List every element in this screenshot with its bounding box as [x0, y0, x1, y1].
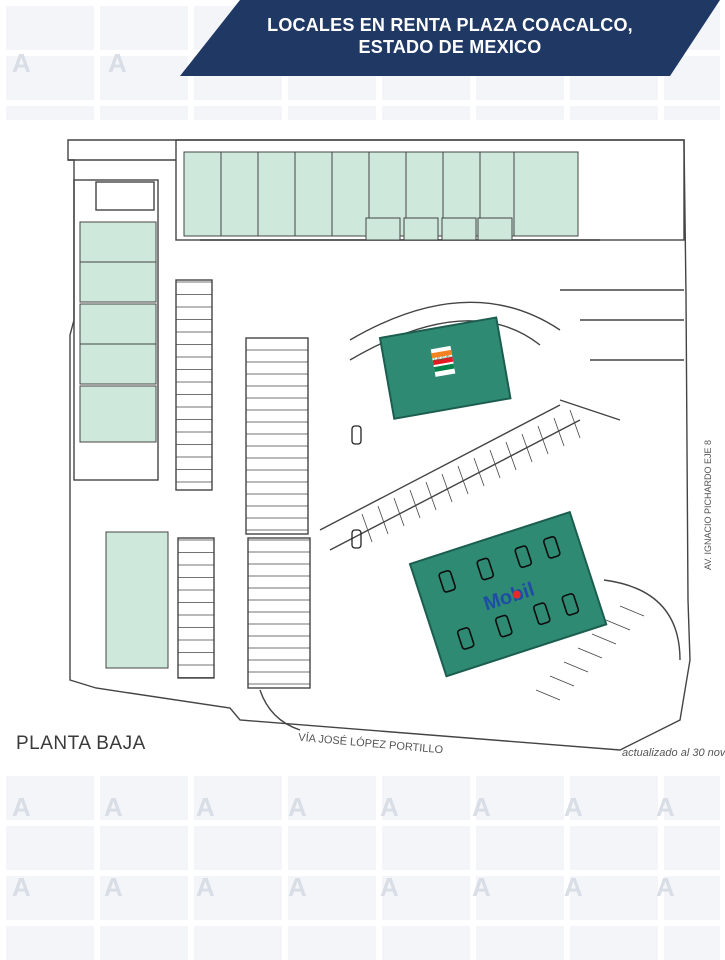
kiosk-unit: [441, 217, 477, 241]
background-glyph: A: [472, 872, 491, 902]
background-glyph: A: [656, 872, 675, 902]
car-icon: [351, 529, 362, 549]
parking-stall-diagonal: [409, 489, 421, 519]
retail-unit-upper: [294, 151, 333, 237]
background-glyph: A: [104, 792, 123, 822]
parking-stall-diagonal: [505, 441, 517, 471]
parking-stall-diagonal: [521, 433, 533, 463]
parking-stall-diagonal: [577, 647, 603, 659]
retail-unit-left: [79, 343, 157, 385]
background-glyph: A: [104, 872, 123, 902]
kiosk-unit: [403, 217, 439, 241]
background-glyph: A: [12, 872, 31, 902]
parking-stall-diagonal: [489, 449, 501, 479]
background-glyph: A: [288, 792, 307, 822]
parking-stall-diagonal: [535, 689, 561, 701]
retail-unit-upper: [513, 151, 579, 237]
title-banner: LOCALES EN RENTA PLAZA COACALCO, ESTADO …: [180, 0, 720, 76]
parking-stall-diagonal: [619, 605, 645, 617]
seven-eleven-store: 7-ELEVEn: [378, 316, 512, 420]
fuel-pump-icon: [494, 614, 513, 638]
avenue-label: AV. IGNACIO PICHARDO EJE 8: [703, 439, 713, 570]
background-glyph: A: [656, 792, 675, 822]
title-line-2: ESTADO DE MEXICO: [358, 37, 542, 57]
lower-left-parking-column: [177, 537, 215, 679]
car-icon: [351, 425, 362, 445]
background-pattern-bottom: A A A A A A A A A A A A A A A A: [0, 770, 720, 960]
update-note: actualizado al 30 nov: [622, 747, 725, 759]
kiosk-unit: [477, 217, 513, 241]
parking-stall-diagonal: [605, 619, 631, 631]
background-glyph: A: [12, 792, 31, 822]
fuel-pump-icon: [514, 545, 533, 569]
retail-unit-left: [79, 303, 157, 345]
background-glyph: A: [196, 872, 215, 902]
mobil-station: Mobil: [408, 510, 608, 678]
parking-stall-diagonal: [569, 409, 581, 439]
mobil-logo-o: [512, 590, 521, 599]
lower-central-parking-block: [247, 537, 311, 689]
background-glyph: A: [196, 792, 215, 822]
retail-unit-left: [79, 385, 157, 443]
parking-stall-diagonal: [361, 513, 373, 543]
retail-unit-large: [105, 531, 169, 669]
background-glyph: A: [472, 792, 491, 822]
seven-eleven-logo: 7-ELEVEn: [430, 345, 456, 377]
fuel-pump-icon: [438, 569, 457, 593]
retail-unit-upper: [331, 151, 370, 237]
background-glyph: A: [12, 48, 31, 78]
parking-stall-diagonal: [441, 473, 453, 503]
background-glyph: A: [288, 872, 307, 902]
fuel-pump-icon: [532, 602, 551, 626]
title-line-1: LOCALES EN RENTA PLAZA COACALCO,: [267, 15, 633, 35]
parking-stall-diagonal: [473, 457, 485, 487]
background-glyph: A: [380, 872, 399, 902]
floor-label: PLANTA BAJA: [16, 733, 146, 754]
background-glyph: A: [564, 872, 583, 902]
retail-unit-upper: [220, 151, 259, 237]
parking-stall-diagonal: [425, 481, 437, 511]
parking-stall-diagonal: [537, 425, 549, 455]
parking-stall-diagonal: [553, 417, 565, 447]
parking-stall-diagonal: [563, 661, 589, 673]
left-building: [73, 179, 159, 481]
parking-stall-diagonal: [377, 505, 389, 535]
retail-unit-upper: [257, 151, 296, 237]
fuel-pump-icon: [542, 535, 561, 559]
central-parking-block: [245, 337, 309, 535]
parking-stall-diagonal: [457, 465, 469, 495]
left-parking-column: [175, 279, 213, 491]
fuel-pump-icon: [456, 627, 475, 650]
background-glyph: A: [108, 48, 127, 78]
seven-eleven-name: 7-ELEVEn: [433, 354, 452, 362]
retail-unit-upper: [183, 151, 222, 237]
fuel-pump-icon: [561, 593, 580, 616]
retail-unit-left: [79, 221, 157, 263]
background-glyph: A: [380, 792, 399, 822]
background-glyph: A: [564, 792, 583, 822]
parking-stall-diagonal: [549, 675, 575, 687]
fuel-pump-icon: [476, 557, 495, 581]
services-box: [95, 181, 155, 211]
retail-unit-left: [79, 261, 157, 303]
right-parking-area: [559, 289, 684, 421]
kiosk-unit: [365, 217, 401, 241]
parking-stall-diagonal: [393, 497, 405, 527]
parking-stall-diagonal: [591, 633, 617, 645]
